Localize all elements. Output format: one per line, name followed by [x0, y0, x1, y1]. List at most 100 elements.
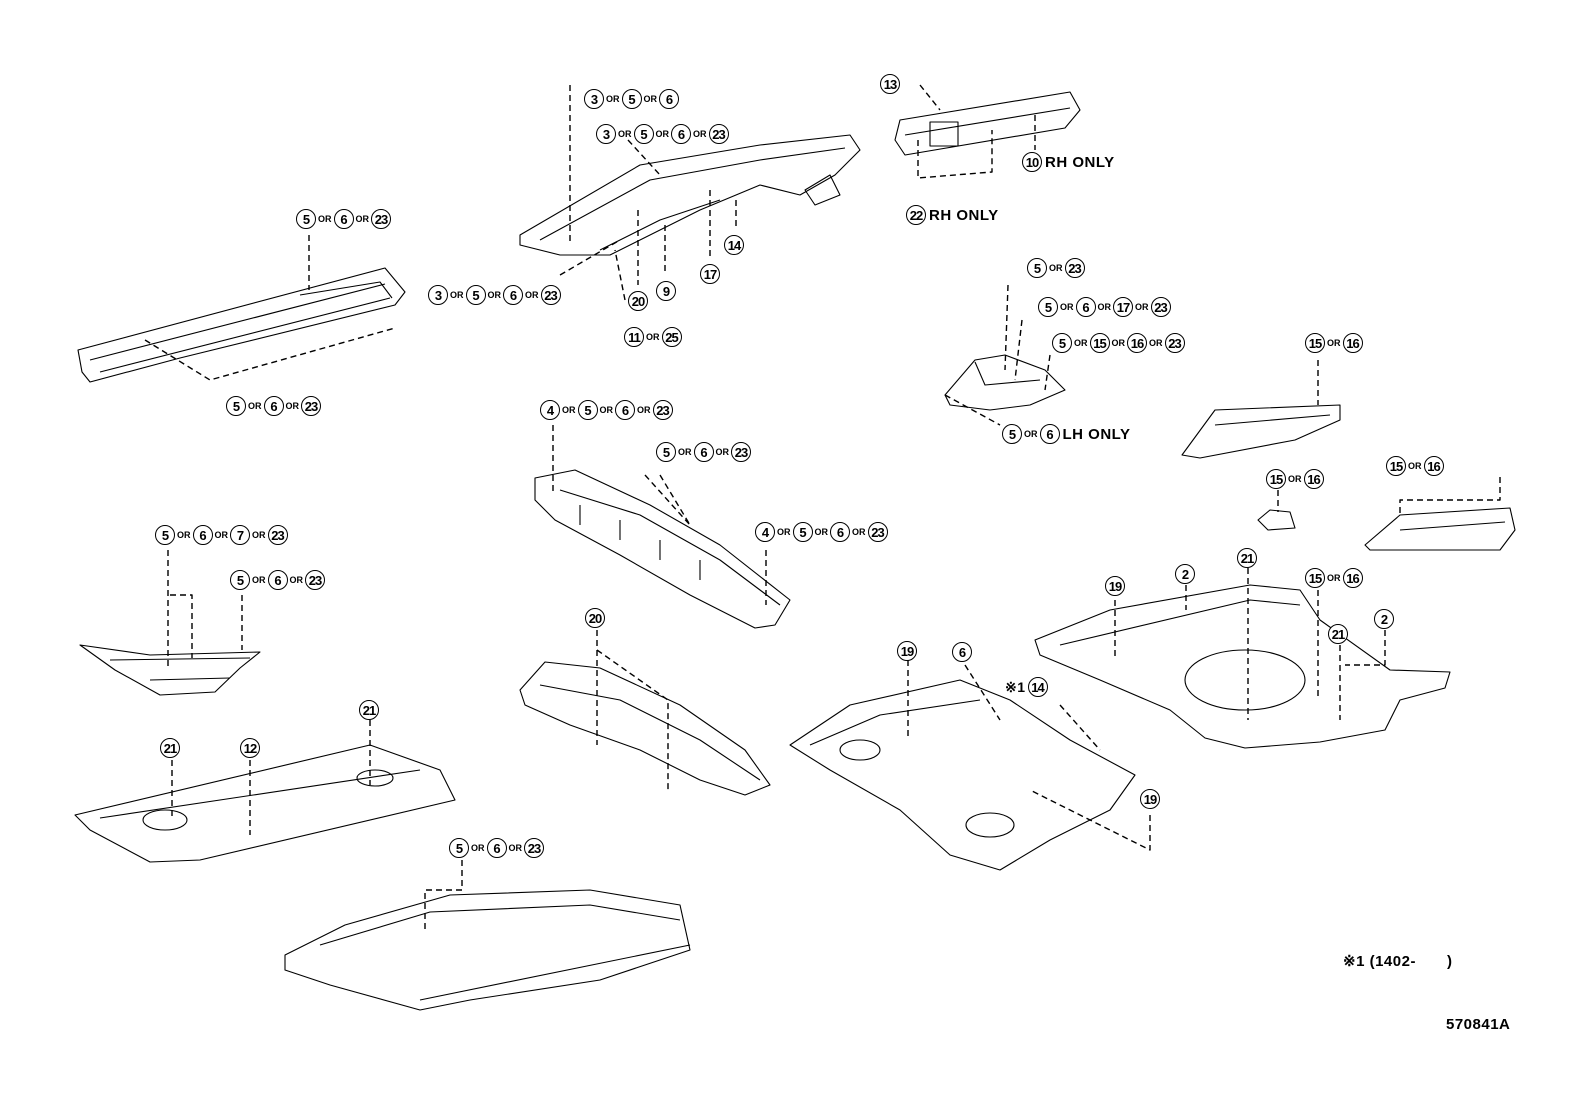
part-number-5[interactable]: 5	[296, 209, 316, 229]
callout-19-rear[interactable]: 19	[1105, 574, 1125, 598]
front-floor-side-piece[interactable]	[79, 644, 261, 696]
callout-21-floor-left[interactable]: 21	[160, 736, 180, 760]
part-number-15[interactable]: 15	[1089, 333, 1110, 353]
part-number-23[interactable]: 23	[371, 209, 391, 229]
part-number-23[interactable]: 23	[301, 396, 321, 416]
callout-20-upper[interactable]: 20	[628, 289, 648, 313]
part-number-6[interactable]: 6	[1039, 424, 1060, 444]
part-number-3[interactable]: 3	[596, 124, 616, 144]
part-number-5[interactable]: 5	[633, 124, 654, 144]
part-number-20[interactable]: 20	[628, 291, 648, 311]
callout-21-rear-b[interactable]: 21	[1328, 622, 1348, 646]
part-number-5[interactable]: 5	[155, 525, 175, 545]
part-number-15[interactable]: 15	[1386, 456, 1406, 476]
part-number-6[interactable]: 6	[503, 285, 523, 305]
callout-9[interactable]: 9	[656, 279, 676, 303]
part-number-5[interactable]: 5	[792, 522, 813, 542]
callout-19-main[interactable]: 19	[897, 639, 917, 663]
part-number-4[interactable]: 4	[540, 400, 560, 420]
callout-19-main-b[interactable]: 19	[1140, 787, 1160, 811]
part-number-6[interactable]: 6	[952, 642, 972, 662]
part-number-23[interactable]: 23	[1064, 258, 1085, 278]
part-number-6[interactable]: 6	[333, 209, 354, 229]
reinforcement-right-a[interactable]	[1181, 404, 1341, 459]
part-number-5[interactable]: 5	[577, 400, 598, 420]
callout-2-rear-b[interactable]: 2	[1374, 607, 1394, 631]
callout-13[interactable]: 13	[880, 72, 900, 96]
part-number-5[interactable]: 5	[230, 570, 250, 590]
part-number-12[interactable]: 12	[240, 738, 260, 758]
part-number-15[interactable]: 15	[1266, 469, 1286, 489]
part-number-6[interactable]: 6	[263, 396, 284, 416]
callout-20-center[interactable]: 20	[585, 606, 605, 630]
part-number-9[interactable]: 9	[656, 281, 676, 301]
part-number-6[interactable]: 6	[486, 838, 507, 858]
front-floor-pan-left[interactable]	[74, 744, 456, 863]
part-number-6[interactable]: 6	[671, 124, 691, 144]
callout-6-main[interactable]: 6	[952, 640, 972, 664]
callout-17[interactable]: 17	[700, 262, 720, 286]
front-floor-cross-member[interactable]	[534, 469, 791, 629]
reinforcement-right-b[interactable]	[1364, 507, 1516, 551]
callout-21-floor-right[interactable]: 21	[359, 698, 379, 722]
part-number-13[interactable]: 13	[880, 74, 900, 94]
part-number-23[interactable]: 23	[1150, 297, 1171, 317]
part-number-14[interactable]: 14	[1027, 677, 1048, 697]
part-number-19[interactable]: 19	[1140, 789, 1160, 809]
part-number-21[interactable]: 21	[359, 700, 379, 720]
part-number-5[interactable]: 5	[621, 89, 642, 109]
part-number-5[interactable]: 5	[1027, 258, 1047, 278]
part-number-23[interactable]: 23	[305, 570, 325, 590]
part-number-10[interactable]: 10	[1022, 152, 1042, 172]
center-floor-member[interactable]	[519, 661, 771, 796]
part-number-16[interactable]: 16	[1342, 333, 1363, 353]
part-number-5[interactable]: 5	[449, 838, 469, 858]
part-number-23[interactable]: 23	[867, 522, 888, 542]
part-number-5[interactable]: 5	[465, 285, 486, 305]
callout-12[interactable]: 12	[240, 736, 260, 760]
part-number-15[interactable]: 15	[1305, 568, 1325, 588]
part-number-23[interactable]: 23	[731, 442, 751, 462]
part-number-6[interactable]: 6	[659, 89, 679, 109]
part-number-6[interactable]: 6	[192, 525, 213, 545]
part-number-21[interactable]: 21	[1328, 624, 1348, 644]
part-number-7[interactable]: 7	[230, 525, 250, 545]
part-number-5[interactable]: 5	[1002, 424, 1022, 444]
part-number-3[interactable]: 3	[584, 89, 604, 109]
callout-2-rear[interactable]: 2	[1175, 562, 1195, 586]
rocker-panel-left[interactable]	[77, 267, 406, 383]
rear-wheel-house-bracket[interactable]	[944, 354, 1066, 411]
part-number-6[interactable]: 6	[830, 522, 850, 542]
part-number-23[interactable]: 23	[267, 525, 288, 545]
part-number-15[interactable]: 15	[1305, 333, 1325, 353]
part-number-2[interactable]: 2	[1374, 609, 1394, 629]
part-number-16[interactable]: 16	[1342, 568, 1363, 588]
part-number-6[interactable]: 6	[267, 570, 288, 590]
part-number-5[interactable]: 5	[1052, 333, 1072, 353]
main-floor-pan[interactable]	[789, 679, 1136, 871]
part-number-6[interactable]: 6	[615, 400, 635, 420]
part-number-5[interactable]: 5	[1038, 297, 1058, 317]
part-number-4[interactable]: 4	[755, 522, 775, 542]
callout-21-rear[interactable]: 21	[1237, 546, 1257, 570]
part-number-19[interactable]: 19	[897, 641, 917, 661]
part-number-23[interactable]: 23	[540, 285, 561, 305]
part-number-5[interactable]: 5	[226, 396, 246, 416]
part-number-17[interactable]: 17	[700, 264, 720, 284]
part-number-21[interactable]: 21	[160, 738, 180, 758]
part-number-22[interactable]: 22	[906, 205, 926, 225]
rear-floor-cross-member[interactable]	[894, 91, 1081, 156]
part-number-23[interactable]: 23	[1164, 333, 1185, 353]
